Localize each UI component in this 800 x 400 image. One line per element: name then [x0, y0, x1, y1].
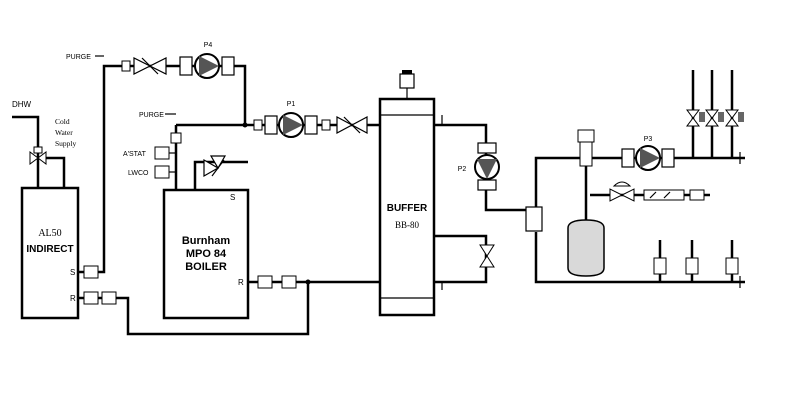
pump-p4-label: P4: [204, 42, 213, 49]
indirect-name: INDIRECT: [26, 244, 73, 255]
astat-label: A'STAT: [123, 151, 147, 158]
expansion-tank: [567, 219, 605, 277]
buffer-name: BUFFER: [387, 203, 428, 214]
buffer-model: BB-80: [395, 220, 420, 230]
pump-p3-label: P3: [644, 136, 653, 143]
relief-pipe: [193, 160, 248, 190]
cold-water-line2: Water: [55, 128, 73, 137]
boiler-s-label: S: [230, 193, 235, 202]
ball-valve-icon: [609, 181, 635, 202]
pump-p3: P3: [621, 136, 675, 171]
boiler-r-label: R: [238, 278, 244, 287]
boiler: Burnham MPO 84 BOILER S R: [162, 188, 250, 320]
lwco-label: LWCO: [128, 170, 149, 177]
buffer-p2-return: [434, 234, 488, 284]
lwco-box: [154, 165, 170, 179]
cold-water-line1: Cold: [55, 117, 70, 126]
relief-valve-icon: [203, 155, 227, 178]
backflow-preventer-icon: [643, 189, 685, 201]
system-supply-header: [534, 156, 745, 225]
purge-mid-label: PURGE: [139, 112, 164, 119]
purge-top-label: PURGE: [66, 54, 91, 61]
check-valve-icon: [336, 116, 368, 134]
pump-p1: P1: [264, 101, 318, 138]
pump-p4: P4: [179, 42, 235, 79]
boiler-line3: BOILER: [185, 261, 227, 273]
pump-p2: P2: [458, 142, 500, 191]
mixing-valve-icon: [29, 146, 47, 165]
system-return-header: [534, 232, 745, 284]
pump-p2-label: P2: [458, 166, 467, 173]
indirect-model: AL50: [38, 228, 61, 239]
cold-water-line3: Supply: [55, 139, 77, 148]
dhw-pipe: [12, 115, 40, 188]
indirect-r-label: R: [70, 294, 76, 303]
indirect-s-label: S: [70, 268, 75, 277]
dhw-label: DHW: [12, 100, 32, 109]
astat-box: [154, 146, 170, 160]
buffer-tank: BUFFER BB-80: [378, 70, 436, 317]
indirect-tank: AL50 INDIRECT S R: [20, 186, 80, 320]
pump-p1-label: P1: [287, 101, 296, 108]
labels: DHW Cold Water Supply PURGE PURGE A'STAT…: [12, 54, 164, 177]
valves: [29, 57, 744, 305]
expansion-tank-icon: [567, 219, 605, 277]
boiler-line1: Burnham: [182, 235, 231, 247]
air-separator-icon: [525, 206, 543, 232]
cold-water-pipe: [38, 156, 66, 188]
piping: [12, 55, 745, 336]
check-valve-icon: [133, 57, 167, 75]
boiler-line2: MPO 84: [186, 248, 227, 260]
buffer-air-vent-icon: [399, 73, 415, 89]
zone-valve-icon: [686, 109, 744, 127]
